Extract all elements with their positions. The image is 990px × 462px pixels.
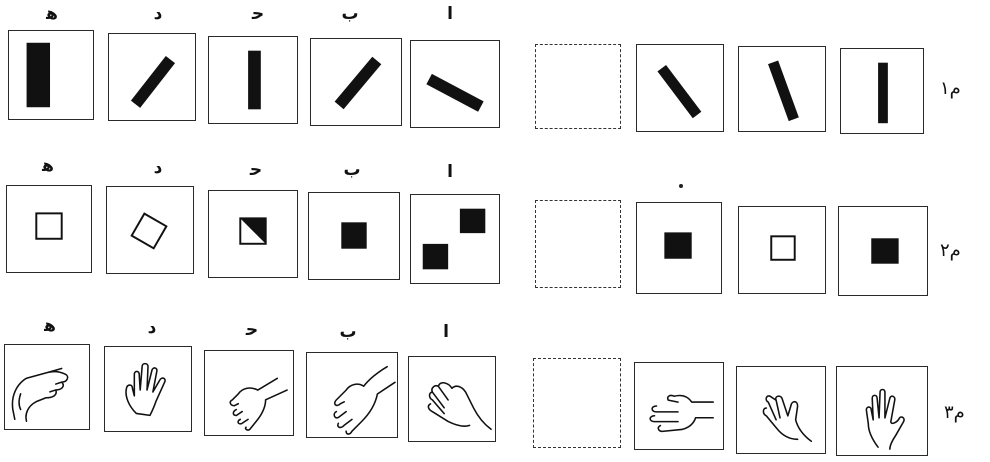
tilted-bar-figure: [311, 39, 401, 125]
option-he-box[interactable]: [4, 344, 90, 430]
option-he-box[interactable]: [6, 185, 92, 273]
vertical-bar-figure: [209, 37, 297, 123]
option-letter-ba: ب: [343, 162, 360, 179]
example-box-2: [738, 206, 826, 294]
filled-square-figure: [309, 193, 399, 279]
tilted-bar-figure: [109, 34, 195, 120]
option-letter-he: ﻫ: [46, 6, 58, 23]
hand-icon: [409, 357, 495, 441]
answer-placeholder-box[interactable]: [533, 358, 621, 448]
option-ha-box[interactable]: [208, 36, 298, 124]
option-dal-box[interactable]: [106, 186, 194, 274]
hand-icon: [635, 363, 723, 449]
example-box-2: [738, 46, 826, 132]
example-box-1: [636, 44, 724, 132]
option-letter-dal: د: [154, 6, 163, 23]
option-letter-alif: ا: [447, 164, 453, 181]
filled-square-figure: [637, 203, 721, 293]
option-ba-box[interactable]: [308, 192, 400, 280]
vertical-bar-figure: [841, 49, 923, 133]
hand-icon: [5, 345, 89, 429]
rotated-outline-square-figure: [107, 187, 193, 273]
tilted-bar-figure: [411, 41, 499, 127]
hand-icon: [837, 367, 927, 455]
option-he-box[interactable]: [8, 30, 94, 120]
option-alif-box[interactable]: [410, 194, 500, 284]
outline-square-figure: [739, 207, 825, 293]
row-label: م٣: [944, 402, 965, 423]
option-ba-box[interactable]: [310, 38, 402, 126]
option-alif-box[interactable]: [410, 40, 500, 128]
half-filled-square-figure: [209, 191, 297, 277]
example-box-2: [736, 366, 826, 454]
option-letter-he: ﻫ: [44, 318, 56, 335]
option-letter-ha: ﺣ: [252, 6, 264, 23]
option-ba-box[interactable]: [306, 352, 398, 438]
option-alif-box[interactable]: [408, 356, 496, 442]
hand-icon: [737, 367, 825, 453]
two-filled-squares-figure: [411, 195, 499, 283]
row-label: م١: [940, 78, 961, 99]
example-box-1: [634, 362, 724, 450]
hand-icon: [205, 351, 293, 435]
tilted-bar-figure: [739, 47, 825, 131]
vertical-wide-bar-figure: [9, 31, 93, 119]
option-letter-dal: د: [148, 320, 157, 337]
option-letter-ha: ﺣ: [250, 162, 262, 179]
option-letter-alif: ا: [447, 6, 453, 23]
example-box-3: [836, 366, 928, 456]
option-letter-ba: ب: [339, 324, 356, 341]
hand-icon: [105, 347, 191, 431]
answer-placeholder-box[interactable]: [535, 200, 621, 288]
filled-square-figure: [839, 207, 927, 295]
option-letter-dal: د: [154, 160, 163, 177]
hand-icon: [307, 353, 397, 437]
option-letter-alif: ا: [443, 324, 449, 341]
option-dal-box[interactable]: [104, 346, 192, 432]
option-letter-ha: ﺣ: [246, 322, 258, 339]
option-ha-box[interactable]: [204, 350, 294, 436]
option-letter-ba: ب: [341, 6, 358, 23]
option-letter-he: ﻫ: [42, 158, 54, 175]
answer-placeholder-box[interactable]: [535, 44, 621, 129]
outline-square-figure: [7, 186, 91, 272]
option-ha-box[interactable]: [208, 190, 298, 278]
marker-dot: [679, 184, 683, 188]
example-box-3: [840, 48, 924, 134]
example-box-3: [838, 206, 928, 296]
tilted-bar-figure: [637, 45, 723, 131]
example-box-1: [636, 202, 722, 294]
option-dal-box[interactable]: [108, 33, 196, 121]
row-label: م٢: [940, 240, 961, 261]
